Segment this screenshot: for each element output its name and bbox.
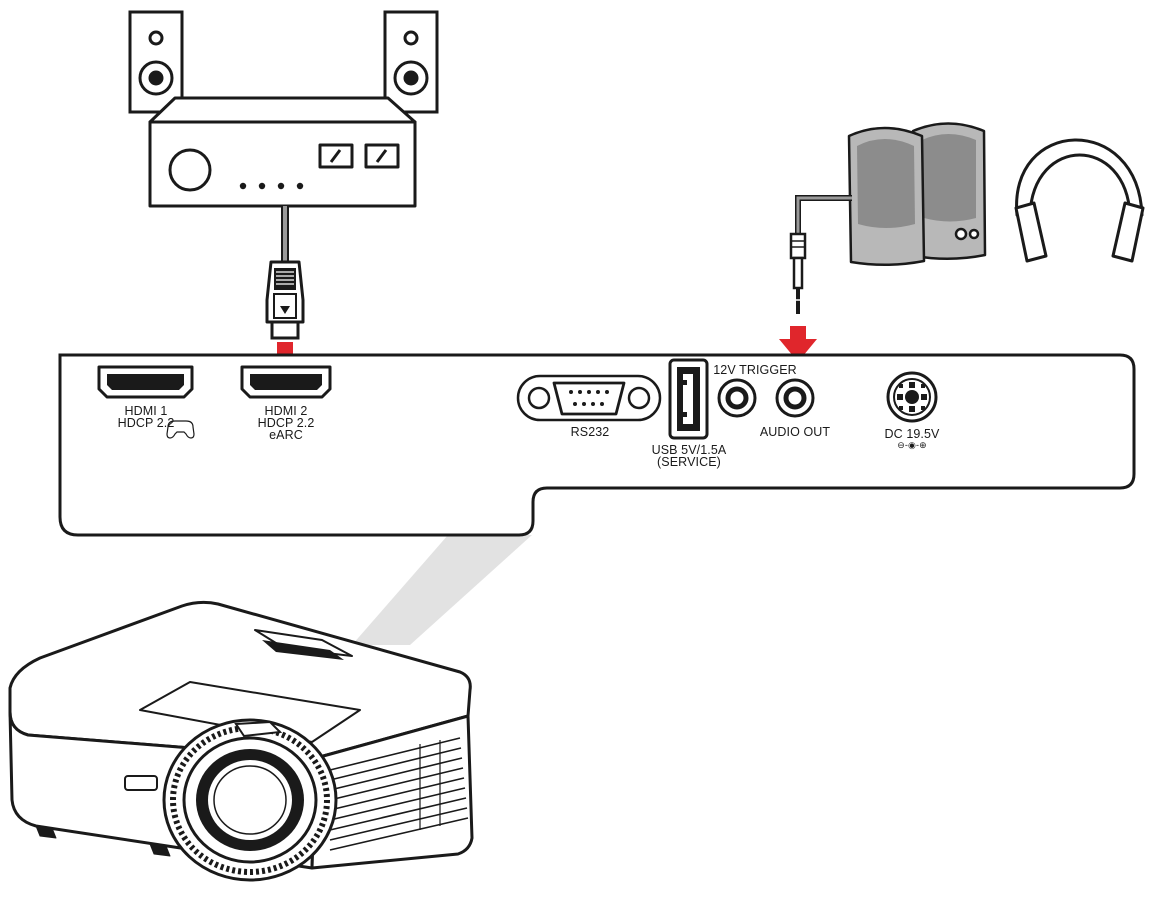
projector-vents bbox=[329, 737, 469, 851]
usb-label-line1: USB 5V/1.5A bbox=[651, 443, 727, 457]
rs232-port bbox=[516, 374, 662, 422]
hdmi2-label-line1: HDMI 2 bbox=[264, 404, 308, 418]
receiver-indicator-dots bbox=[239, 182, 304, 190]
stereo-speaker-left bbox=[128, 10, 184, 114]
lens-knob bbox=[234, 720, 283, 738]
hdmi2-label: HDMI 2 HDCP 2.2 eARC bbox=[248, 404, 324, 442]
projector-lens bbox=[162, 718, 338, 882]
headphones-icon bbox=[1014, 138, 1145, 263]
gamepad-icon bbox=[166, 420, 195, 439]
pc-speakers-icon bbox=[847, 122, 987, 267]
io-panel bbox=[58, 353, 1136, 537]
zoom-beam bbox=[352, 535, 532, 645]
dc-label: DC 19.5V bbox=[884, 427, 940, 441]
dc-jack bbox=[886, 371, 938, 423]
audio-cable bbox=[789, 195, 852, 314]
usb-label-line2: (SERVICE) bbox=[657, 455, 721, 469]
hdmi2-label-line3: eARC bbox=[269, 428, 303, 442]
arrow-audio-out bbox=[779, 326, 817, 362]
hdmi1-port bbox=[97, 365, 194, 399]
trigger-jack bbox=[717, 378, 757, 418]
hdmi1-label-line2: HDCP 2.2 bbox=[117, 416, 175, 430]
av-receiver-icon bbox=[148, 96, 417, 208]
projector-icon bbox=[8, 600, 474, 870]
hdmi2-port bbox=[240, 365, 332, 399]
hdmi2-label-line2: HDCP 2.2 bbox=[257, 416, 315, 430]
audio-out-label: AUDIO OUT bbox=[759, 425, 831, 439]
stereo-speaker-right bbox=[383, 10, 439, 114]
usb-label: USB 5V/1.5A (SERVICE) bbox=[646, 443, 732, 469]
projector-vent-ticks bbox=[419, 740, 441, 830]
hdmi-cable bbox=[265, 206, 305, 340]
audio-out-jack bbox=[775, 378, 815, 418]
usb-port bbox=[668, 358, 709, 440]
trigger-label: 12V TRIGGER bbox=[713, 363, 797, 377]
dc-polarity-label: ⊖-◉-⊕ bbox=[897, 440, 927, 450]
hdmi1-label-line1: HDMI 1 bbox=[124, 404, 168, 418]
hdmi1-label: HDMI 1 HDCP 2.2 bbox=[108, 404, 184, 430]
dc-jack-pins bbox=[897, 382, 927, 412]
rs232-pins bbox=[569, 390, 609, 406]
rs232-label: RS232 bbox=[570, 425, 610, 439]
